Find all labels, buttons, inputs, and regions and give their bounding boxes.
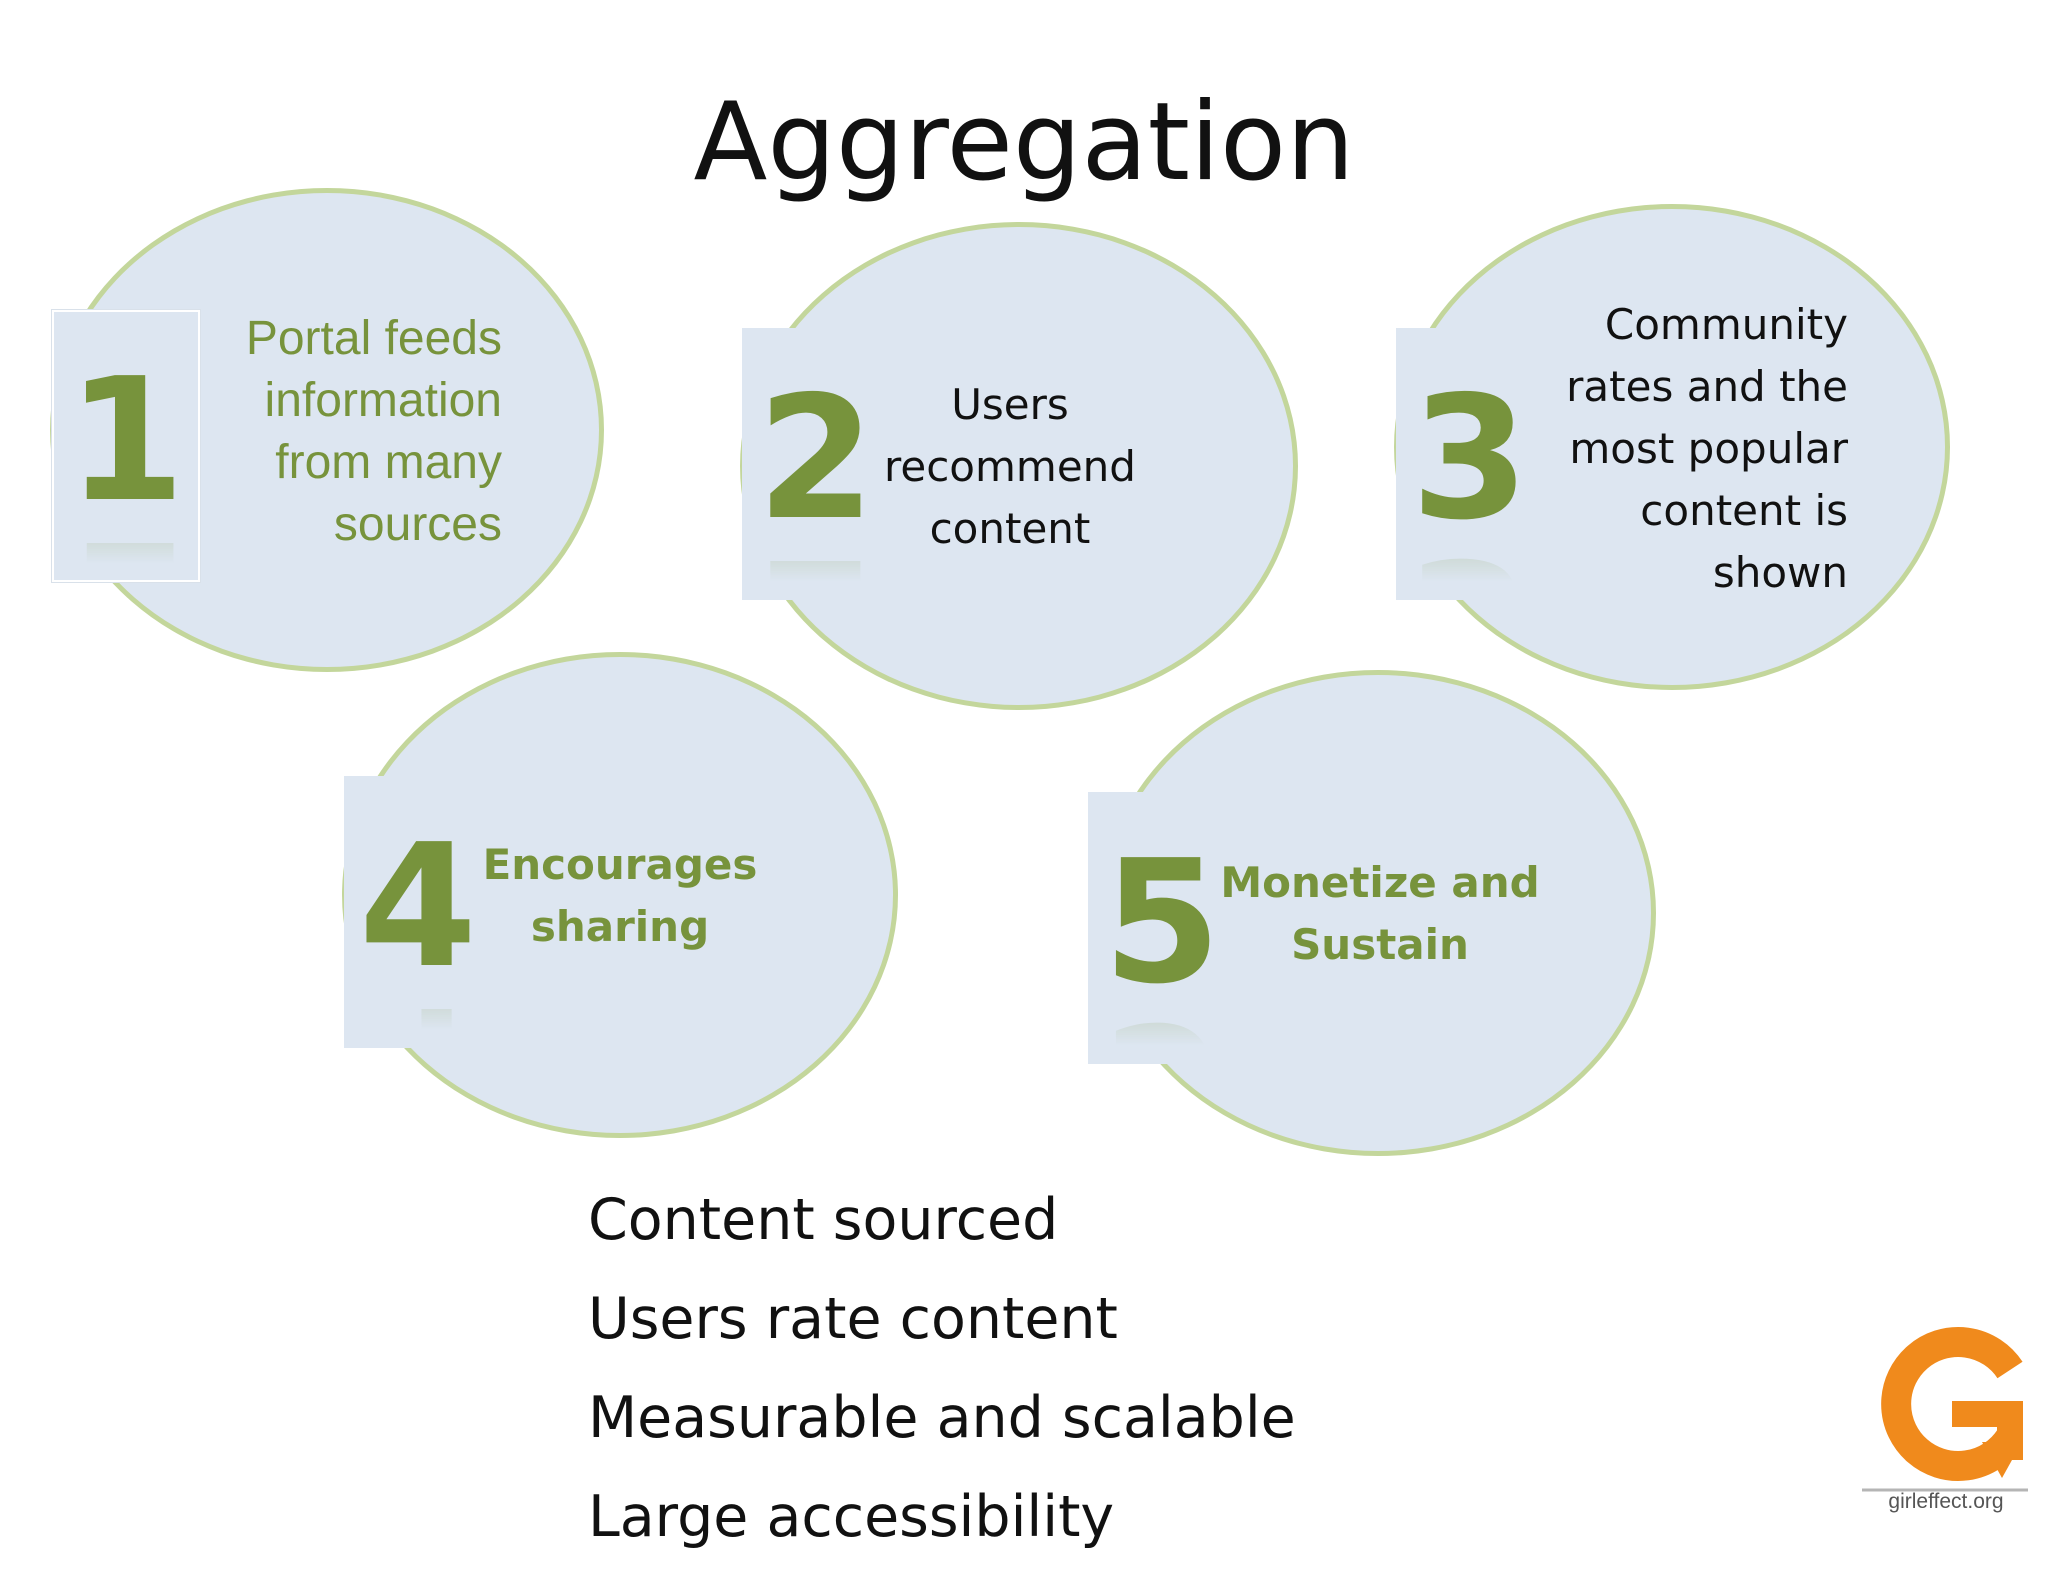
step-3-line: rates and the <box>1566 362 1848 411</box>
summary-item: Large accessibility <box>588 1484 1115 1550</box>
step-3-number: 3 <box>1410 360 1530 558</box>
step-5-line: Monetize and <box>1220 858 1540 907</box>
step-4-line: Encourages <box>482 840 758 889</box>
step-4-number-reflection: 4 <box>344 968 492 1048</box>
step-5-line: Sustain <box>1291 920 1469 969</box>
logo-text: girleffect.org <box>1888 1490 2004 1513</box>
step-3-line: content is <box>1640 486 1848 535</box>
summary-item: Users rate content <box>588 1286 1118 1352</box>
step-2-line: recommend <box>884 442 1136 491</box>
step-3-number-reflection: 3 <box>1396 520 1544 600</box>
summary-item: Content sourced <box>588 1187 1059 1253</box>
step-4-line: sharing <box>530 902 710 951</box>
step-1-line: information <box>264 374 502 427</box>
summary-list: Content sourced Users rate content Measu… <box>588 1180 1296 1576</box>
step-2-line: Users <box>951 380 1069 429</box>
step-3-line: shown <box>1712 548 1848 597</box>
step-3-number-box: 3 3 <box>1396 328 1544 600</box>
step-5-number-box: 5 5 <box>1088 792 1236 1064</box>
step-2-line: content <box>929 504 1091 553</box>
step-1-number: 1 <box>66 342 186 540</box>
step-2-number-reflection: 2 <box>742 520 890 600</box>
step-1-number-box: 1 1 <box>52 310 200 582</box>
step-5-number: 5 <box>1102 824 1222 1022</box>
step-4-text: Encourages sharing <box>480 834 760 958</box>
step-2-number: 2 <box>756 360 876 558</box>
step-3-line: Community <box>1604 300 1848 349</box>
summary-item: Measurable and scalable <box>588 1385 1296 1451</box>
girl-effect-g-logo-icon <box>1862 1327 2028 1492</box>
step-1-line: from many <box>275 436 502 489</box>
step-4-number: 4 <box>358 808 478 1006</box>
step-1-line: sources <box>333 498 502 551</box>
step-2-text: Users recommend content <box>880 374 1140 560</box>
step-4-number-box: 4 4 <box>344 776 492 1048</box>
step-5-text: Monetize and Sustain <box>1220 852 1540 976</box>
slide-title: Aggregation <box>693 80 1355 205</box>
step-2-number-box: 2 2 <box>742 328 890 600</box>
step-1-text: Portal feeds information from many sourc… <box>200 308 502 556</box>
step-5-number-reflection: 5 <box>1088 984 1236 1064</box>
step-3-line: most popular <box>1569 424 1848 473</box>
step-1-number-reflection: 1 <box>54 502 198 580</box>
step-1-line: Portal feeds <box>245 312 502 365</box>
step-3-text: Community rates and the most popular con… <box>1540 294 1848 604</box>
